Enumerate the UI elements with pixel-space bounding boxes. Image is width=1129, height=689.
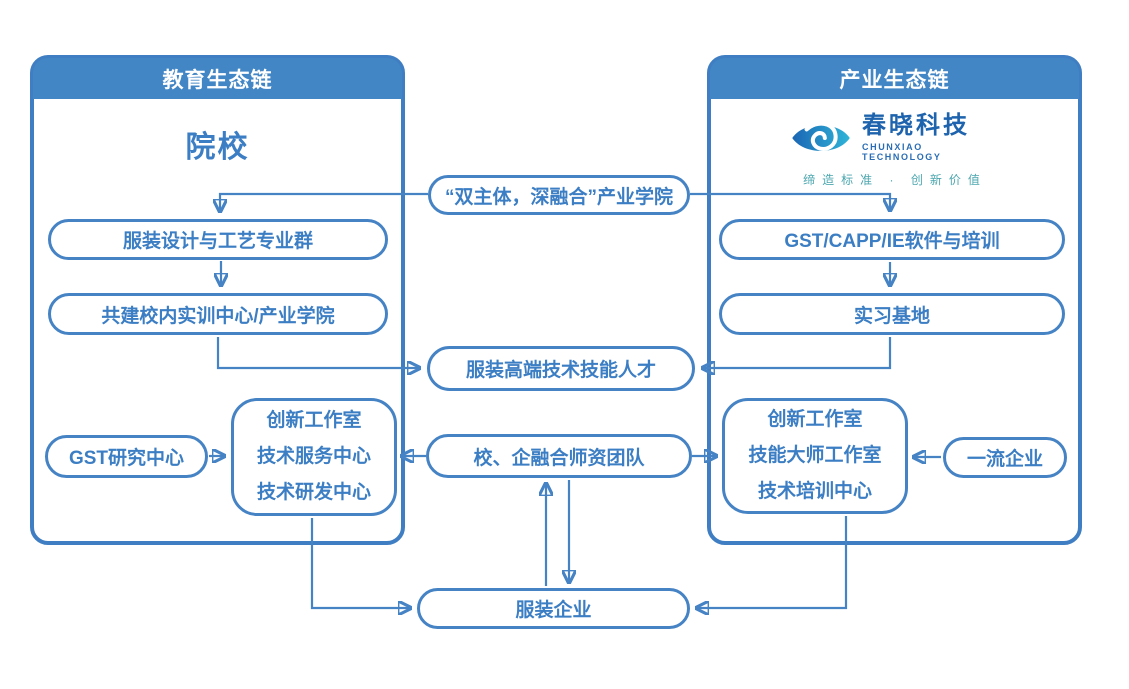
node-garment-enterprise: 服装企业 <box>417 588 690 629</box>
left-panel-title: 院校 <box>185 131 250 164</box>
industry-chain-header-label: 产业生态链 <box>839 68 950 92</box>
connector-industry-college-to-software-training <box>690 192 890 210</box>
node-industry-college: “双主体，深融合”产业学院 <box>428 175 690 215</box>
logo-name-en: CHUNXIAO TECHNOLOGY <box>862 142 942 162</box>
connector-industry-college-to-major-group <box>220 192 428 211</box>
education-chain-header-label: 教育生态链 <box>162 68 273 92</box>
chunxiao-logo-icon <box>790 115 852 161</box>
connector-left-centers-to-garment-enterprise <box>310 518 410 608</box>
connector-right-centers-to-garment-enterprise <box>697 516 848 608</box>
node-right-centers-line3: 技术培训中心 <box>757 481 872 502</box>
node-faculty-team: 校、企融合师资团队 <box>426 434 692 478</box>
connector-training-center-to-talent <box>216 337 419 368</box>
node-right-centers: 创新工作室 技能大师工作室 技术培训中心 <box>722 398 908 514</box>
connector-internship-base-to-talent <box>703 337 892 368</box>
node-right-centers-line2: 技能大师工作室 <box>748 445 882 466</box>
node-right-centers-line1: 创新工作室 <box>767 409 863 430</box>
node-top-enterprise: 一流企业 <box>943 437 1067 478</box>
node-left-centers-line2: 技术服务中心 <box>256 446 371 467</box>
node-gst-research-center: GST研究中心 <box>45 435 208 478</box>
education-chain-header: 教育生态链 <box>33 58 402 99</box>
node-left-centers-line1: 创新工作室 <box>266 410 362 431</box>
node-left-centers-line3: 技术研发中心 <box>256 482 371 503</box>
node-talent: 服装高端技术技能人才 <box>427 346 695 391</box>
logo-name-cn: 春晓科技 <box>862 112 970 139</box>
chunxiao-logo: 春晓科技 CHUNXIAO TECHNOLOGY 缔造标准 · 创新价值 <box>790 113 1000 188</box>
node-software-training: GST/CAPP/IE软件与培训 <box>719 219 1065 260</box>
industry-chain-header: 产业生态链 <box>710 58 1079 99</box>
node-internship-base: 实习基地 <box>719 293 1065 335</box>
node-major-group: 服装设计与工艺专业群 <box>48 219 388 260</box>
logo-tagline: 缔造标准 · 创新价值 <box>803 173 987 187</box>
node-training-center: 共建校内实训中心/产业学院 <box>48 293 388 335</box>
node-left-centers: 创新工作室 技术服务中心 技术研发中心 <box>231 398 397 516</box>
